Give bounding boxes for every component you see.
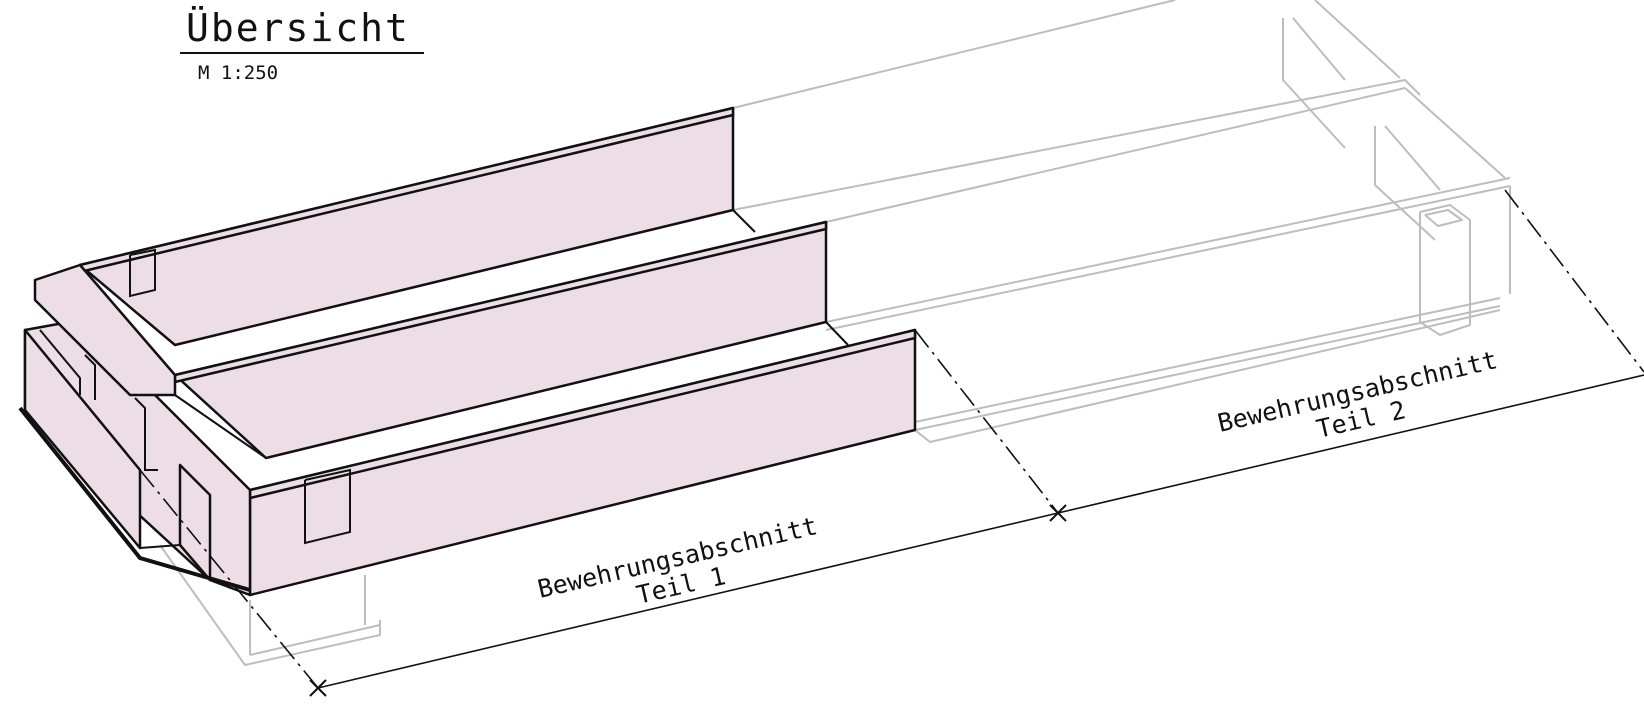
divider-middle <box>914 329 1059 514</box>
divider-right <box>1504 189 1644 373</box>
ghost-right-edge-1 <box>1314 0 1401 79</box>
title-block: Übersicht M 1:250 <box>180 6 424 84</box>
ghost-wall-top-3 <box>825 177 1511 323</box>
notch-front <box>304 468 351 545</box>
dimension-ticks <box>309 504 1067 697</box>
ghost-slab-front-2 <box>249 624 381 656</box>
ghost-cross-wall-4 <box>1384 125 1441 191</box>
drawing-scale: M 1:250 <box>198 62 279 84</box>
left-interior-1 <box>39 329 81 395</box>
ghost-wall-top-4 <box>825 185 1511 331</box>
drawing-title: Übersicht <box>180 6 424 54</box>
left-interior-3 <box>134 397 158 471</box>
ghost-wall-top-5 <box>914 297 1501 423</box>
ghost-pillar <box>1419 204 1471 336</box>
inner-edge-2 <box>825 321 849 346</box>
dimension-line-1 <box>317 512 1059 689</box>
left-interior-2 <box>84 354 96 400</box>
ghost-cross-wall-1 <box>1282 18 1346 149</box>
section-1-details <box>18 209 849 592</box>
section-1-label: Bewehrungsabschnitt Teil 1 <box>535 511 820 610</box>
inner-edge-1 <box>732 209 756 233</box>
section-dividers <box>139 189 1644 689</box>
dimension-line-2 <box>1057 374 1644 514</box>
tick-left-b <box>309 679 327 697</box>
ghost-wall-top-2 <box>825 87 1406 223</box>
notch-back <box>129 248 156 298</box>
ghost-structure <box>159 0 1511 666</box>
section-1-walls <box>23 106 917 597</box>
ghost-outer-back-wall <box>732 0 1176 109</box>
left-interior-4 <box>139 465 181 549</box>
ghost-right-edge-2 <box>1404 87 1506 179</box>
divider-left <box>139 469 319 689</box>
ghost-cross-wall-3 <box>1374 126 1436 241</box>
left-base <box>18 406 251 592</box>
tick-mid-b <box>1049 504 1067 522</box>
ghost-pillar-inner <box>1424 209 1463 227</box>
ghost-wall-top-1 <box>732 79 1421 211</box>
section-2-label: Bewehrungsabschnitt Teil 2 <box>1215 345 1500 444</box>
ghost-slab-front-1 <box>159 544 381 666</box>
ghost-wall-top-6 <box>914 305 1501 431</box>
edge-line-mid <box>174 394 267 459</box>
ghost-cross-wall-2 <box>1292 17 1346 81</box>
